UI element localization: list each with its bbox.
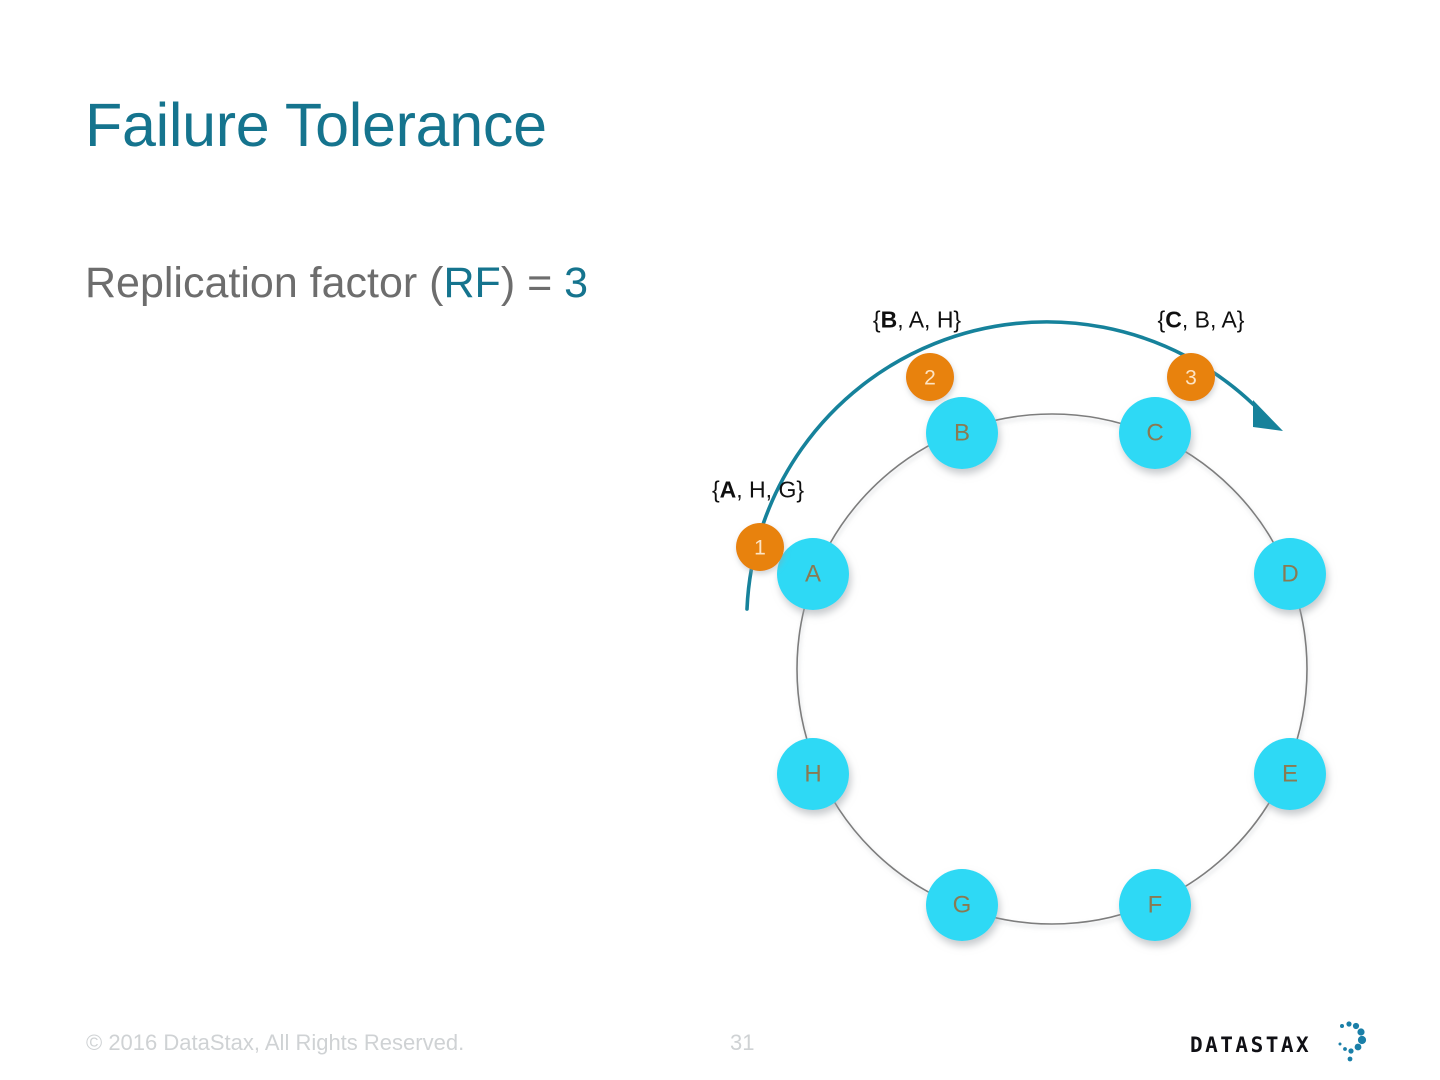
replica-set-label-a: {A, H, G} bbox=[711, 476, 805, 503]
svg-text:F: F bbox=[1148, 892, 1163, 919]
body-prefix: Replication factor ( bbox=[85, 259, 444, 307]
svg-text:H: H bbox=[804, 761, 821, 788]
token-direction-arrowhead bbox=[1253, 400, 1283, 431]
token-markers: 1 2 3 bbox=[736, 353, 1215, 571]
svg-text:2: 2 bbox=[924, 367, 936, 390]
ring-node-c[interactable]: C bbox=[1119, 397, 1191, 469]
svg-text:C: C bbox=[1146, 420, 1163, 447]
body-accent-value: 3 bbox=[564, 259, 589, 307]
body-middle: ) = bbox=[500, 259, 565, 307]
replica-set-rest: , B, A} bbox=[1181, 306, 1245, 333]
replica-set-open-brace: { bbox=[872, 306, 881, 333]
page-number: 31 bbox=[730, 1030, 755, 1055]
hash-ring-circle bbox=[796, 413, 1308, 925]
token-marker-2[interactable]: 2 bbox=[906, 353, 954, 401]
svg-text:G: G bbox=[953, 892, 972, 919]
replication-factor-statement: Replication factor (RF) = 3 bbox=[85, 262, 588, 305]
page-title: Failure Tolerance bbox=[85, 91, 547, 159]
datastax-dot-spiral-icon bbox=[1338, 1021, 1367, 1062]
replica-set-rest: , A, H} bbox=[897, 306, 962, 333]
ring-node-d[interactable]: D bbox=[1254, 538, 1326, 610]
ring-node-f[interactable]: F bbox=[1119, 869, 1191, 941]
svg-text:D: D bbox=[1281, 561, 1298, 588]
replica-set-label-b: {B, A, H} bbox=[872, 306, 962, 333]
replica-set-primary: A bbox=[719, 476, 737, 503]
datastax-logo: DATASTAX bbox=[1190, 1020, 1370, 1068]
replica-set-label-c: {C, B, A} bbox=[1157, 306, 1245, 333]
svg-text:A: A bbox=[805, 561, 821, 588]
ring-node-a[interactable]: A bbox=[777, 538, 849, 610]
token-marker-3[interactable]: 3 bbox=[1167, 353, 1215, 401]
ring-nodes: A B C D E bbox=[777, 397, 1326, 941]
replica-set-rest: , H, G} bbox=[736, 476, 805, 503]
replica-set-primary: C bbox=[1165, 306, 1182, 333]
replica-set-primary: B bbox=[880, 306, 898, 333]
token-marker-1[interactable]: 1 bbox=[736, 523, 784, 571]
ring-node-g[interactable]: G bbox=[926, 869, 998, 941]
ring-node-h[interactable]: H bbox=[777, 738, 849, 810]
ring-node-b[interactable]: B bbox=[926, 397, 998, 469]
svg-text:B: B bbox=[954, 420, 970, 447]
token-direction-arc bbox=[745, 320, 1256, 611]
svg-text:1: 1 bbox=[754, 537, 766, 560]
footer-copyright: © 2016 DataStax, All Rights Reserved. bbox=[86, 1030, 465, 1055]
ring-node-e[interactable]: E bbox=[1254, 738, 1326, 810]
replica-set-open-brace: { bbox=[711, 476, 720, 503]
body-accent-rf: RF bbox=[443, 259, 501, 307]
svg-text:3: 3 bbox=[1185, 367, 1197, 390]
datastax-wordmark: DATASTAX bbox=[1190, 1033, 1312, 1057]
svg-text:E: E bbox=[1282, 761, 1298, 788]
replica-set-open-brace: { bbox=[1157, 306, 1166, 333]
